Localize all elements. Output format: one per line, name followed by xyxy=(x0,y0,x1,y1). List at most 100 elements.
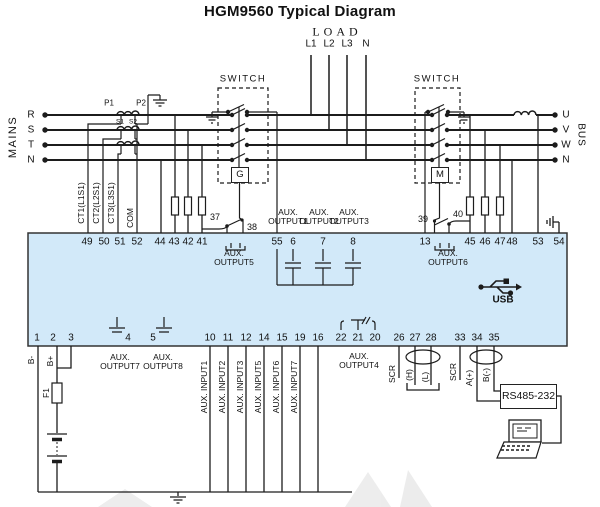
rotated-terminal-label: A(+) xyxy=(464,369,474,387)
terminal-number: 46 xyxy=(479,236,491,248)
aux-output-label-line1: AUX. xyxy=(438,248,458,258)
mains-phase-label: N xyxy=(27,154,35,166)
rs485-shield-ellipse xyxy=(469,349,503,365)
rs485-converter-box: RS485-232 xyxy=(500,384,557,409)
aux-output-label: AUX.OUTPUT8 xyxy=(143,353,183,371)
mains-phase-label: S xyxy=(27,124,35,136)
terminal-number: 11 xyxy=(222,332,234,344)
rotated-terminal-label: CT2(L2S1) xyxy=(91,182,101,224)
terminal-number: 50 xyxy=(98,236,110,248)
aux-output-label-line2: OUTPUT2 xyxy=(299,216,339,226)
terminal-number: 1 xyxy=(34,332,40,344)
junction-dots xyxy=(42,109,558,228)
aux-output-label-line1: AUX. xyxy=(309,207,329,217)
aux-output-label-line1: AUX. xyxy=(278,207,298,217)
terminal-number: 22 xyxy=(335,332,347,344)
battery-icon xyxy=(52,437,62,464)
rotated-terminal-label: AUX. INPUT7 xyxy=(289,360,299,414)
watermark xyxy=(98,470,432,507)
terminal-number: 19 xyxy=(294,332,306,344)
contact-terminal-number: 37 xyxy=(209,212,221,222)
terminal-number: 5 xyxy=(150,332,156,344)
contact-terminal-number: 38 xyxy=(246,222,258,232)
switch-boxes xyxy=(217,87,461,184)
aux-output-label-line2: OUTPUT7 xyxy=(100,361,140,371)
terminal-number: 7 xyxy=(320,236,326,248)
bus-label: BUS xyxy=(575,123,587,147)
terminal-number: 8 xyxy=(350,236,356,248)
terminal-number: 35 xyxy=(488,332,500,344)
rotated-terminal-label: AUX. INPUT1 xyxy=(199,360,209,414)
usb-label: USB xyxy=(492,294,514,306)
rotated-terminal-label: AUX. INPUT6 xyxy=(271,360,281,414)
terminal-number: 47 xyxy=(494,236,506,248)
generator-device-box: G xyxy=(231,167,249,183)
terminal-number: 42 xyxy=(182,236,194,248)
terminal-number: 41 xyxy=(196,236,208,248)
terminal-number: 54 xyxy=(553,236,565,248)
aux-output-label: AUX.OUTPUT6 xyxy=(428,249,468,267)
terminal-number: 14 xyxy=(258,332,270,344)
terminal-number: 13 xyxy=(419,236,431,248)
mains-sense-wiring xyxy=(160,115,203,233)
contact-terminal-number: 40 xyxy=(452,209,464,219)
rotated-terminal-label: B+ xyxy=(45,355,55,367)
rotated-terminal-label: SCR xyxy=(448,363,458,381)
mains-device-box: M xyxy=(431,167,449,183)
load-phase-label: L3 xyxy=(341,38,353,50)
rotated-terminal-label: B(-) xyxy=(481,367,491,383)
aux-output-label: AUX.OUTPUT2 xyxy=(299,208,339,226)
terminal-number: 49 xyxy=(81,236,93,248)
aux-output-label-line2: OUTPUT8 xyxy=(143,361,183,371)
rotated-terminal-label: F1 xyxy=(41,388,51,398)
aux-output-label-line1: AUX. xyxy=(110,352,130,362)
terminal-number: 28 xyxy=(425,332,437,344)
rotated-terminal-label: (L) xyxy=(420,371,430,383)
terminal-number: 52 xyxy=(131,236,143,248)
load-label: LOAD xyxy=(312,24,362,39)
ct-terminal-label: S1 xyxy=(116,118,124,126)
terminal-number: 44 xyxy=(154,236,166,248)
terminal-number: 48 xyxy=(506,236,518,248)
bus-phase-label: U xyxy=(562,109,570,121)
aux-output-label-line1: AUX. xyxy=(153,352,173,362)
load-phase-label: N xyxy=(362,38,370,50)
bus-phase-label: V xyxy=(562,124,570,136)
terminal-number: 33 xyxy=(454,332,466,344)
mains-phase-label: R xyxy=(27,109,35,121)
bus-sense-wiring xyxy=(469,115,560,233)
terminal-number: 10 xyxy=(204,332,216,344)
ct-terminal-label: P1 xyxy=(104,98,114,108)
aux-output-label: AUX.OUTPUT7 xyxy=(100,353,140,371)
terminal-number: 6 xyxy=(290,236,296,248)
rotated-terminal-label: CT1(L1S1) xyxy=(76,182,86,224)
rotated-terminal-label: CT3(L3S1) xyxy=(106,182,116,224)
contact-terminal-number: 39 xyxy=(417,214,429,224)
terminal-number: 3 xyxy=(68,332,74,344)
ct-terminal-label: S2 xyxy=(129,118,137,126)
aux-output-label: AUX.OUTPUT1 xyxy=(268,208,308,226)
terminal-number: 16 xyxy=(312,332,324,344)
bottom-wiring xyxy=(37,346,562,504)
aux-output-label-line2: OUTPUT5 xyxy=(214,257,254,267)
rotated-terminal-label: SCR xyxy=(387,365,397,383)
load-phase-label: L2 xyxy=(323,38,335,50)
ct-secondary-wiring xyxy=(87,94,167,233)
terminal-number: 53 xyxy=(532,236,544,248)
terminal-number: 55 xyxy=(271,236,283,248)
load-phase-label: L1 xyxy=(305,38,317,50)
terminal-number: 27 xyxy=(409,332,421,344)
mains-phase-label: T xyxy=(27,139,35,151)
aux-output-label: AUX.OUTPUT5 xyxy=(214,249,254,267)
controller-internals xyxy=(109,243,455,333)
switch-left-label: SWITCH xyxy=(219,73,267,85)
ct-terminal-label: P2 xyxy=(136,98,146,108)
terminal-number: 43 xyxy=(168,236,180,248)
terminal-number: 12 xyxy=(240,332,252,344)
rotated-terminal-label: COM xyxy=(125,208,135,228)
rotated-terminal-label: AUX. INPUT3 xyxy=(235,360,245,414)
aux-output-label-line2: OUTPUT1 xyxy=(268,216,308,226)
terminal-number: 26 xyxy=(393,332,405,344)
